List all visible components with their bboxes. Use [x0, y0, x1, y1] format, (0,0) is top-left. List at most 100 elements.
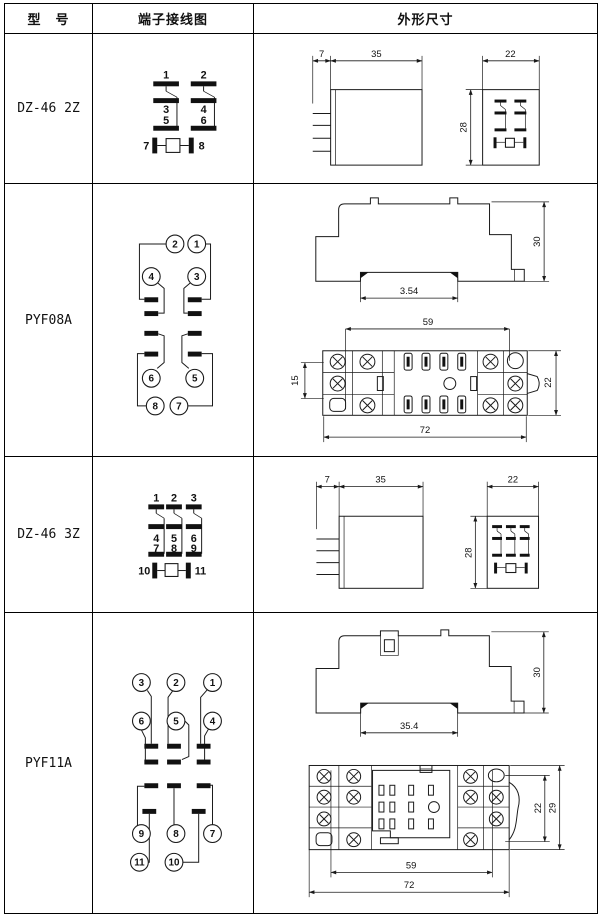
- dim-pin-length: 7: [325, 474, 330, 484]
- dim-height: 30: [531, 667, 542, 677]
- relay-side-view: 7 35: [312, 48, 423, 166]
- terminal-label: 2: [200, 69, 206, 81]
- terminal-label: 8: [173, 829, 179, 840]
- wiring-diagram-pyf11a: 3 2 1 6 5 4 9 8 7 11 10: [129, 672, 222, 872]
- header-wiring-diagram: 端子接线图: [93, 4, 254, 34]
- socket-top-view: 59 15 22 72: [289, 315, 561, 442]
- terminal-label: 2: [172, 239, 178, 250]
- front-contact-pattern: [493, 99, 527, 149]
- terminal-label: 3: [138, 677, 144, 688]
- terminal-label: 5: [170, 532, 176, 544]
- header-outline-dimensions: 外形尺寸: [254, 4, 597, 34]
- dim-rows: 15: [289, 375, 300, 385]
- relay-side-view: 7 35: [316, 474, 424, 589]
- wiring-diagram-pyf08a: 2 1 4 3 6 5 8 7: [136, 234, 213, 415]
- terminal-label: 5: [191, 373, 197, 384]
- terminal-label: 6: [190, 532, 196, 544]
- terminal-label: 7: [153, 542, 159, 554]
- dim-body-length: 35: [375, 474, 385, 484]
- dim-body-length: 35: [371, 48, 381, 59]
- dim-height: 28: [458, 122, 469, 132]
- terminal-label: 7: [143, 140, 149, 152]
- outline-drawing-dz46-2z: 7 35 22 28: [312, 48, 540, 166]
- pole-contact-3: 3 6 9: [185, 492, 202, 557]
- model-pyf11a: PYF11A: [5, 613, 93, 913]
- dim-pitch: 3.54: [400, 285, 418, 296]
- dimensions-cell-pyf08a: 30 3.54: [254, 184, 597, 457]
- dim-span: 59: [423, 315, 433, 326]
- wiring-diagram-dz46-2z: 1 3 5 2 4 6 7 8: [143, 69, 216, 153]
- terminal-label: 4: [200, 103, 206, 115]
- terminal-label: 1: [163, 69, 169, 81]
- socket-contact-bars: [143, 296, 202, 357]
- pole-contact-1: 1 4 7: [147, 492, 165, 557]
- wiring-cell-pyf08a: 2 1 4 3 6 5 8 7: [93, 184, 254, 457]
- terminal-label: 4: [209, 716, 215, 727]
- socket-contact-bars: [141, 743, 211, 814]
- socket-terminals: 2 1 4 3 6 5 8 7: [141, 234, 206, 415]
- socket-terminals: 3 2 1 6 5 4 9 8 7 11 10: [129, 672, 222, 872]
- dim-width: 22: [505, 48, 515, 59]
- socket-wiring-lines: [136, 242, 213, 406]
- pole-contact-2: 2 4 6: [190, 69, 216, 131]
- dim-height: 30: [531, 236, 542, 246]
- terminal-label: 10: [138, 565, 150, 577]
- model-pyf08a: PYF08A: [5, 184, 93, 457]
- terminal-label: 4: [148, 272, 154, 283]
- relay-front-view: 22 28: [463, 474, 540, 589]
- terminal-label: 2: [170, 492, 176, 504]
- rail-clip: [508, 781, 520, 840]
- socket-top-view: 22 29 59 72: [308, 764, 565, 897]
- dim-length: 72: [420, 424, 430, 435]
- rail-clip: [527, 372, 540, 394]
- terminal-label: 3: [193, 272, 199, 283]
- dim-depth: 22: [542, 377, 553, 387]
- terminal-label: 11: [194, 565, 205, 577]
- terminal-label: 10: [168, 857, 179, 868]
- socket-wiring-lines: [136, 688, 213, 863]
- socket-side-profile: 30 3.54: [315, 196, 550, 302]
- terminal-label: 1: [209, 677, 215, 688]
- terminal-label: 4: [153, 532, 159, 544]
- model-dz46-2z: DZ-46 2Z: [5, 34, 93, 184]
- terminal-label: 8: [198, 140, 204, 152]
- outline-drawing-pyf08a: 30 3.54: [289, 196, 561, 442]
- wiring-diagram-dz46-3z: 1 4 7 2 5 8 3 6 9 10: [138, 492, 206, 578]
- terminal-label: 5: [173, 716, 179, 727]
- dimensions-cell-dz46-2z: 7 35 22 28: [254, 34, 597, 184]
- terminal-label: 6: [148, 373, 154, 384]
- dimensions-cell-pyf11a: 30 35.4: [254, 613, 597, 913]
- terminal-label: 3: [163, 103, 169, 115]
- coil-symbol: 10 11: [138, 562, 206, 578]
- pole-contact-1: 1 3 5: [152, 69, 179, 131]
- model-dz46-3z: DZ-46 3Z: [5, 457, 93, 613]
- relay-front-view: 22 28: [458, 48, 540, 166]
- dim-pitch: 35.4: [400, 719, 418, 730]
- socket-side-profile: 30 35.4: [315, 628, 549, 737]
- terminal-label: 1: [153, 492, 159, 504]
- outline-drawing-dz46-3z: 7 35 22 28: [316, 474, 540, 589]
- wiring-cell-pyf11a: 3 2 1 6 5 4 9 8 7 11 10: [93, 613, 254, 913]
- terminal-label: 9: [138, 829, 144, 840]
- outline-drawing-pyf11a: 30 35.4: [308, 628, 565, 897]
- terminal-label: 2: [173, 677, 179, 688]
- dimensions-cell-dz46-3z: 7 35 22 28: [254, 457, 597, 613]
- spec-table: 型 号 端子接线图 外形尺寸 DZ-46 2Z 1 3 5 2 4 6: [4, 3, 598, 914]
- terminal-label: 3: [190, 492, 196, 504]
- pole-contact-2: 2 5 8: [165, 492, 182, 557]
- terminal-label: 6: [138, 716, 144, 727]
- terminal-label: 5: [163, 114, 169, 126]
- terminal-label: 11: [134, 857, 145, 868]
- terminal-label: 7: [209, 829, 215, 840]
- dim-pin-length: 7: [319, 48, 324, 59]
- dim-span: 59: [406, 859, 416, 870]
- wiring-cell-dz46-3z: 1 4 7 2 5 8 3 6 9 10: [93, 457, 254, 613]
- terminal-label: 9: [190, 542, 196, 554]
- header-model: 型 号: [5, 4, 93, 34]
- terminal-label: 8: [170, 542, 176, 554]
- dim-length: 72: [404, 879, 414, 890]
- terminal-label: 6: [200, 114, 206, 126]
- terminal-label: 1: [193, 239, 199, 250]
- wiring-cell-dz46-2z: 1 3 5 2 4 6 7 8: [93, 34, 254, 184]
